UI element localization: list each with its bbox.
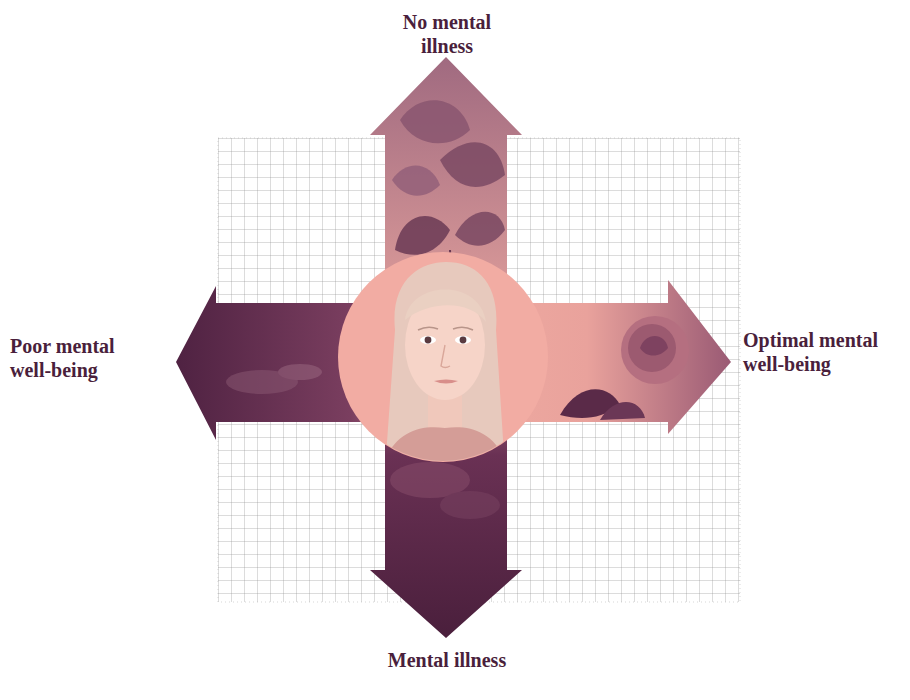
right-axis-label: Optimal mental well-being xyxy=(743,328,905,377)
cloud-illustration xyxy=(390,462,500,519)
left-axis-label: Poor mental well-being xyxy=(10,334,150,383)
rose-illustration xyxy=(560,316,689,420)
bottom-axis-label: Mental illness xyxy=(382,648,512,672)
mist-illustration xyxy=(226,364,322,394)
top-axis-label: No mental illness xyxy=(382,10,512,59)
portrait xyxy=(380,262,510,470)
